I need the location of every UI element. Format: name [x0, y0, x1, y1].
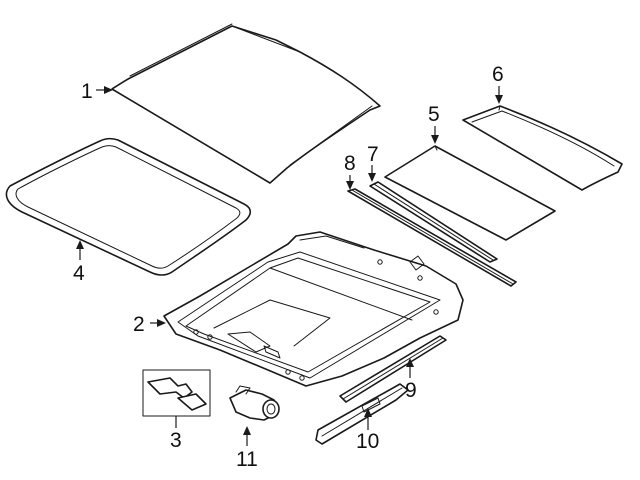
callout-5: 5 [428, 103, 440, 126]
callout-4: 4 [73, 262, 85, 285]
callout-6: 6 [492, 63, 504, 86]
part-7-trim [369, 181, 498, 263]
callout-2: 2 [133, 313, 145, 336]
part-1-roof-panel [111, 23, 381, 184]
part-3-bracket [142, 369, 211, 417]
callout-7: 7 [367, 143, 379, 166]
part-6-deflector [462, 105, 623, 191]
callout-9: 9 [405, 379, 417, 402]
part-8-weatherstrip [347, 188, 517, 287]
callout-8: 8 [344, 152, 356, 175]
part-11-motor [229, 385, 280, 421]
callout-10: 10 [356, 430, 379, 453]
part-2-frame [163, 231, 464, 387]
part-9-rail [339, 335, 447, 403]
leader-lines [76, 86, 503, 446]
part-4-seal [5, 137, 252, 276]
callout-11: 11 [236, 448, 258, 471]
part-10-guide [315, 383, 409, 445]
callout-1: 1 [81, 80, 93, 103]
part-5-shade [384, 145, 556, 241]
callout-3: 3 [170, 429, 182, 452]
